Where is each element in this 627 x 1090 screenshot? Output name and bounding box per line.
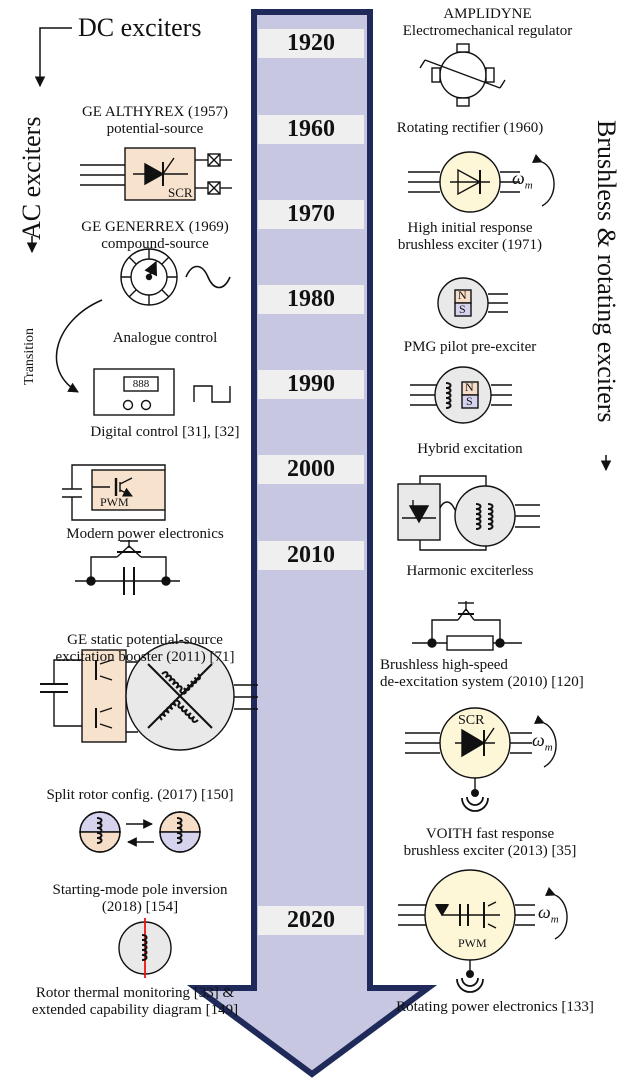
- rotating-rectifier-symbol: [408, 151, 555, 213]
- harmonic-symbol: [397, 475, 540, 551]
- althyrex-scr-symbol: [80, 147, 232, 201]
- rotating-pe-label: Rotating power electronics [133]: [396, 999, 594, 1015]
- modern-pwm-label: PWM: [100, 495, 129, 509]
- analogue-dial-symbol: [120, 248, 231, 306]
- high-response-title: High initial response: [407, 220, 533, 236]
- year-1920: 1920: [258, 29, 364, 58]
- year-1960: 1960: [258, 115, 364, 144]
- bhs-subtitle: de-excitation system (2010) [120]: [380, 674, 584, 690]
- split-rotor-symbol: [40, 641, 258, 751]
- booster-title: GE static potential-source: [67, 632, 223, 648]
- bhs-symbol: [412, 601, 522, 651]
- modern-label: Modern power electronics: [66, 526, 224, 542]
- rotating-pe-symbol: [398, 869, 568, 970]
- rectifier-label: Rotating rectifier (1960): [396, 120, 544, 136]
- pmg-label: PMG pilot pre-exciter: [403, 339, 537, 355]
- voith-wireless-icon: [461, 788, 489, 812]
- modern-pwm-symbol: [62, 464, 166, 521]
- amplidyne-title: AMPLIDYNE: [443, 6, 532, 22]
- pmg-s-label: S: [459, 302, 466, 316]
- rectifier-omega: ωm: [512, 168, 533, 192]
- thermal-subtitle: extended capability diagram [149]: [31, 1002, 239, 1018]
- year-2010: 2010: [258, 541, 364, 570]
- thermal-title: Rotor thermal monitoring [33] &: [35, 985, 235, 1001]
- digital-label: Digital control [31], [32]: [90, 424, 240, 440]
- digital-display: 888: [132, 378, 150, 390]
- hybrid-s-label: S: [466, 394, 473, 408]
- thermal-monitoring-symbol: [118, 918, 172, 978]
- hybrid-label: Hybrid excitation: [417, 441, 523, 457]
- generrex-subtitle: compound-source: [101, 236, 209, 252]
- year-2020: 2020: [258, 906, 364, 935]
- althyrex-scr-label: SCR: [168, 185, 193, 200]
- amplidyne-symbol: [419, 43, 506, 107]
- transition-label: Transition: [22, 327, 37, 385]
- digital-control-symbol: [93, 368, 231, 416]
- booster-subtitle: excitation booster (2011) [71]: [55, 649, 235, 665]
- voith-title: VOITH fast response: [425, 826, 555, 842]
- hybrid-symbol: [410, 366, 512, 424]
- analogue-label: Analogue control: [112, 330, 218, 346]
- year-1990: 1990: [258, 370, 364, 399]
- high-response-subtitle: brushless exciter (1971): [397, 237, 543, 253]
- pmg-symbol: [437, 277, 508, 329]
- bhs-title: Brushless high-speed: [380, 657, 508, 673]
- voith-omega: ωm: [532, 730, 553, 754]
- hybrid-n-label: N: [465, 380, 474, 394]
- booster-symbol: [75, 540, 180, 595]
- voith-scr-symbol: [405, 707, 557, 790]
- althyrex-title: GE ALTHYREX (1957): [81, 104, 229, 120]
- pmg-n-label: N: [458, 288, 467, 302]
- year-1970: 1970: [258, 200, 364, 229]
- dc-to-ac-arrow: [26, 27, 72, 254]
- generrex-title: GE GENERREX (1969): [81, 219, 229, 235]
- dc-exciters-label: DC exciters: [78, 13, 202, 42]
- harmonic-label: Harmonic exciterless: [406, 563, 534, 579]
- voith-subtitle: brushless exciter (2013) [35]: [403, 843, 577, 859]
- split-label: Split rotor config. (2017) [150]: [46, 787, 234, 803]
- ac-exciters-label: AC exciters: [17, 116, 46, 240]
- rotating-pe-omega: ωm: [538, 902, 559, 926]
- pole-inversion-symbol: [79, 811, 201, 853]
- althyrex-subtitle: potential-source: [106, 121, 204, 137]
- year-1980: 1980: [258, 285, 364, 314]
- year-2000: 2000: [258, 455, 364, 484]
- pole-subtitle: (2018) [154]: [101, 899, 179, 915]
- amplidyne-subtitle: Electromechanical regulator: [402, 23, 573, 39]
- rotating-pe-wireless-icon: [456, 969, 484, 993]
- transition-arrow: [55, 299, 103, 393]
- pole-title: Starting-mode pole inversion: [52, 882, 228, 898]
- brushless-rotating-label: Brushless & rotating exciters: [592, 120, 621, 423]
- rotating-pe-pwm-label: PWM: [458, 936, 487, 950]
- voith-scr-label: SCR: [458, 713, 485, 728]
